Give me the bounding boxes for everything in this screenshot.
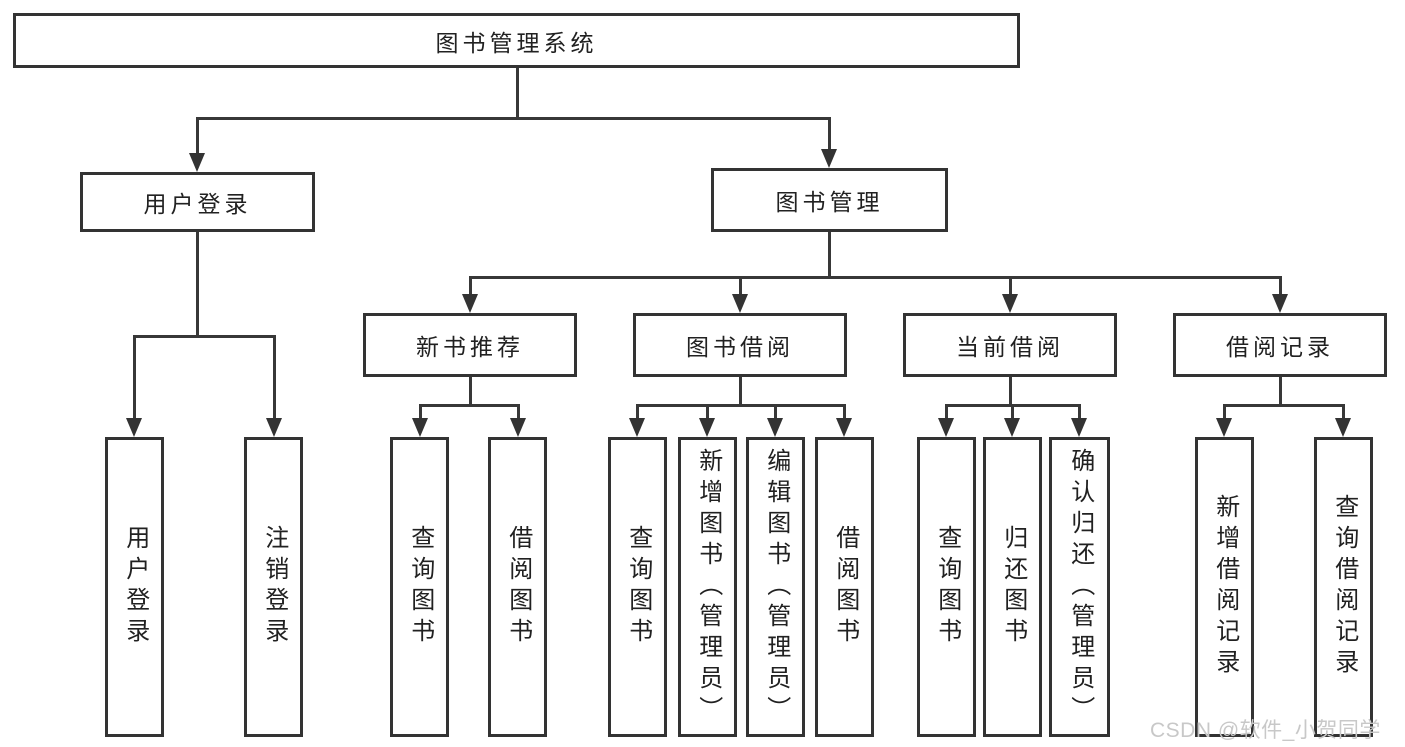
node-label: 归还图书 [999, 525, 1027, 649]
connector-vline [828, 232, 831, 278]
connector-vline [774, 404, 777, 418]
node-leaf-add-books-admin: 新增图书（管理员） [678, 437, 737, 737]
node-leaf-query-books-3: 查询图书 [917, 437, 976, 737]
connector-vline [516, 67, 519, 118]
connector-vline [1009, 377, 1012, 406]
connector-hline [636, 404, 845, 407]
arrowhead-down-icon [821, 149, 837, 168]
arrowhead-down-icon [732, 294, 748, 313]
node-leaf-user-login: 用户登录 [105, 437, 164, 737]
node-leaf-query-books-2: 查询图书 [608, 437, 667, 737]
connector-vline [1223, 404, 1226, 418]
arrowhead-down-icon [767, 418, 783, 437]
node-leaf-logout: 注销登录 [244, 437, 303, 737]
node-leaf-borrow-books-2: 借阅图书 [815, 437, 874, 737]
connector-vline [469, 377, 472, 406]
arrowhead-down-icon [1216, 418, 1232, 437]
connector-vline [636, 404, 639, 418]
connector-hline [196, 117, 831, 120]
arrowhead-down-icon [629, 418, 645, 437]
connector-vline [133, 335, 136, 418]
connector-hline [469, 276, 1282, 279]
node-borrow-records: 借阅记录 [1173, 313, 1387, 377]
connector-vline [739, 276, 742, 295]
node-leaf-query-borrow-record: 查询借阅记录 [1314, 437, 1373, 737]
node-leaf-query-books-1: 查询图书 [390, 437, 449, 737]
node-label: 图书借阅 [686, 334, 794, 360]
node-book-borrow: 图书借阅 [633, 313, 847, 377]
connector-vline [945, 404, 948, 418]
node-label: 新增借阅记录 [1211, 494, 1239, 680]
node-label: 用户登录 [121, 525, 149, 649]
connector-vline [1011, 404, 1014, 418]
connector-vline [828, 117, 831, 149]
node-label: 用户登录 [143, 191, 252, 217]
arrowhead-down-icon [412, 418, 428, 437]
arrowhead-down-icon [699, 418, 715, 437]
node-current-borrow: 当前借阅 [903, 313, 1117, 377]
node-new-book-recommend: 新书推荐 [363, 313, 577, 377]
node-label: 查询借阅记录 [1330, 494, 1358, 680]
connector-vline [1009, 276, 1012, 295]
arrowhead-down-icon [266, 418, 282, 437]
connector-hline [133, 335, 275, 338]
node-leaf-borrow-books-1: 借阅图书 [488, 437, 547, 737]
connector-vline [706, 404, 709, 418]
connector-vline [1078, 404, 1081, 418]
connector-vline [419, 404, 422, 418]
node-book-management: 图书管理 [711, 168, 948, 232]
connector-vline [469, 276, 472, 295]
connector-vline [273, 335, 276, 418]
node-label: 图书管理 [775, 189, 884, 215]
arrowhead-down-icon [126, 418, 142, 437]
node-label: 图书管理系统 [435, 29, 598, 56]
arrowhead-down-icon [510, 418, 526, 437]
node-label: 新增图书（管理员） [694, 447, 722, 727]
connector-vline [1279, 276, 1282, 295]
arrowhead-down-icon [189, 153, 205, 172]
node-label: 查询图书 [933, 525, 961, 649]
arrowhead-down-icon [1071, 418, 1087, 437]
node-label: 当前借阅 [956, 334, 1064, 360]
connector-vline [517, 404, 520, 418]
node-label: 查询图书 [624, 525, 652, 649]
node-label: 借阅图书 [504, 525, 532, 649]
connector-vline [1279, 377, 1282, 406]
node-label: 注销登录 [260, 525, 288, 649]
node-label: 编辑图书（管理员） [762, 447, 790, 727]
connector-vline [739, 377, 742, 406]
node-leaf-add-borrow-record: 新增借阅记录 [1195, 437, 1254, 737]
arrowhead-down-icon [938, 418, 954, 437]
connector-hline [1223, 404, 1344, 407]
connector-vline [196, 117, 199, 153]
node-leaf-return-books: 归还图书 [983, 437, 1042, 737]
node-label: 新书推荐 [416, 334, 524, 360]
node-leaf-confirm-return-admin: 确认归还（管理员） [1049, 437, 1110, 737]
arrowhead-down-icon [1335, 418, 1351, 437]
arrowhead-down-icon [1004, 418, 1020, 437]
connector-vline [843, 404, 846, 418]
node-leaf-edit-books-admin: 编辑图书（管理员） [746, 437, 805, 737]
arrowhead-down-icon [836, 418, 852, 437]
connector-hline [419, 404, 519, 407]
connector-vline [196, 232, 199, 337]
csdn-watermark: CSDN @软件_小贺同学 [1150, 719, 1381, 742]
node-label: 借阅图书 [831, 525, 859, 649]
connector-vline [1342, 404, 1345, 418]
arrowhead-down-icon [462, 294, 478, 313]
node-label: 确认归还（管理员） [1066, 447, 1094, 727]
node-label: 查询图书 [406, 525, 434, 649]
node-library-system: 图书管理系统 [13, 13, 1020, 68]
node-user-login: 用户登录 [80, 172, 315, 232]
arrowhead-down-icon [1272, 294, 1288, 313]
node-label: 借阅记录 [1226, 334, 1334, 360]
arrowhead-down-icon [1002, 294, 1018, 313]
